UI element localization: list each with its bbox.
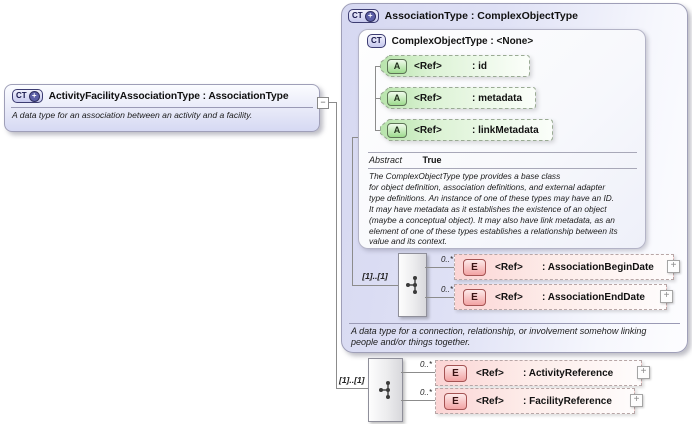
element-name: : AssociationBeginDate bbox=[542, 261, 654, 273]
attribute-content: A <Ref> : id bbox=[380, 55, 530, 77]
base-type-description: The ComplexObjectType type provides a ba… bbox=[369, 171, 618, 247]
element-icon: E bbox=[444, 364, 467, 382]
complex-type-icon: CT bbox=[367, 34, 386, 48]
attribute-shape bbox=[380, 87, 536, 109]
attribute-icon: A bbox=[387, 58, 407, 74]
attribute-row-id[interactable]: A <Ref> : id bbox=[380, 55, 530, 77]
element-ref: <Ref> bbox=[476, 367, 504, 379]
attribute-name: : metadata bbox=[472, 92, 523, 104]
ct-icon-label: CT bbox=[16, 91, 27, 100]
connector-line bbox=[375, 66, 381, 67]
attribute-ref: <Ref> bbox=[414, 92, 442, 104]
connector-line bbox=[401, 400, 435, 401]
base-type-box[interactable]: CT ComplexObjectType : <None> A <Ref> bbox=[358, 29, 646, 249]
expand-button[interactable]: + bbox=[660, 290, 673, 303]
divider bbox=[368, 168, 637, 169]
occurs-label: 0..* bbox=[440, 255, 453, 264]
root-type-description: A data type for an association between a… bbox=[12, 110, 253, 120]
connector-line bbox=[327, 102, 337, 103]
connector-line bbox=[352, 137, 359, 138]
ct-icon-label: CT bbox=[371, 36, 382, 45]
ct-icon-label: CT bbox=[352, 11, 363, 20]
abstract-label: Abstract bbox=[369, 155, 403, 165]
association-type-description: A data type for a connection, relationsh… bbox=[351, 326, 647, 347]
sequence-connector[interactable] bbox=[398, 253, 427, 317]
connector-line bbox=[375, 98, 381, 99]
attribute-name: : id bbox=[472, 60, 487, 72]
element-ref: <Ref> bbox=[495, 291, 523, 303]
base-type-header: CT ComplexObjectType : <None> bbox=[367, 34, 533, 48]
element-row-associationenddate[interactable]: E <Ref> : AssociationEndDate bbox=[454, 284, 667, 310]
base-type-title: ComplexObjectType : <None> bbox=[391, 35, 534, 47]
attribute-content: A <Ref> : metadata bbox=[380, 87, 536, 109]
abstract-value: True bbox=[422, 155, 442, 165]
sequence-icon bbox=[378, 381, 390, 399]
element-name: : FacilityReference bbox=[523, 395, 612, 407]
attribute-shape bbox=[380, 55, 530, 77]
occurs-label: 0..* bbox=[440, 285, 453, 294]
complex-type-icon: CT+ bbox=[348, 9, 379, 23]
occurs-label: 0..* bbox=[419, 360, 432, 369]
attribute-ref: <Ref> bbox=[414, 60, 442, 72]
element-row-associationbegindate[interactable]: E <Ref> : AssociationBeginDate bbox=[454, 254, 674, 280]
root-type-header: CT+ ActivityFacilityAssociationType : As… bbox=[12, 89, 289, 103]
attribute-row-linkmetadata[interactable]: A <Ref> : linkMetadata bbox=[380, 119, 553, 141]
attribute-icon: A bbox=[387, 122, 407, 138]
connector-line bbox=[352, 137, 353, 286]
attribute-name: : linkMetadata bbox=[472, 124, 539, 136]
abstract-fact: Abstract True bbox=[369, 155, 442, 165]
connector-line bbox=[352, 285, 399, 286]
element-icon: E bbox=[463, 258, 486, 276]
divider bbox=[368, 152, 637, 153]
attribute-content: A <Ref> : linkMetadata bbox=[380, 119, 553, 141]
root-type-box[interactable]: CT+ ActivityFacilityAssociationType : As… bbox=[4, 84, 320, 132]
expand-button[interactable]: + bbox=[630, 394, 643, 407]
element-row-activityreference[interactable]: E <Ref> : ActivityReference bbox=[435, 360, 642, 386]
element-row-facilityreference[interactable]: E <Ref> : FacilityReference bbox=[435, 388, 635, 414]
divider bbox=[11, 107, 313, 108]
cardinality-label: [1]..[1] bbox=[339, 375, 365, 385]
connector-line bbox=[336, 102, 337, 389]
plus-badge-icon: + bbox=[28, 90, 40, 102]
association-type-header: CT+ AssociationType : ComplexObjectType bbox=[348, 9, 578, 23]
element-ref: <Ref> bbox=[476, 395, 504, 407]
connector-line bbox=[336, 388, 369, 389]
occurs-label: 0..* bbox=[419, 388, 432, 397]
sequence-icon bbox=[405, 276, 417, 294]
attribute-icon: A bbox=[387, 90, 407, 106]
expand-button[interactable]: + bbox=[667, 260, 680, 273]
sequence-connector[interactable] bbox=[368, 358, 403, 422]
element-name: : AssociationEndDate bbox=[542, 291, 645, 303]
connector-line bbox=[425, 267, 456, 268]
complex-type-icon: CT+ bbox=[12, 89, 43, 103]
association-type-title: AssociationType : ComplexObjectType bbox=[384, 10, 578, 22]
plus-badge-icon: + bbox=[364, 10, 376, 22]
connector-line bbox=[375, 130, 381, 131]
attribute-ref: <Ref> bbox=[414, 124, 442, 136]
cardinality-label: [1]..[1] bbox=[362, 271, 388, 281]
collapse-button[interactable]: − bbox=[317, 97, 329, 109]
connector-line bbox=[401, 372, 435, 373]
element-ref: <Ref> bbox=[495, 261, 523, 273]
divider bbox=[349, 323, 680, 324]
element-name: : ActivityReference bbox=[523, 367, 614, 379]
element-icon: E bbox=[444, 392, 467, 410]
connector-line bbox=[425, 297, 456, 298]
attribute-row-metadata[interactable]: A <Ref> : metadata bbox=[380, 87, 536, 109]
expand-button[interactable]: + bbox=[637, 366, 650, 379]
element-icon: E bbox=[463, 288, 486, 306]
association-type-box[interactable]: CT+ AssociationType : ComplexObjectType … bbox=[341, 3, 688, 353]
root-type-title: ActivityFacilityAssociationType : Associ… bbox=[48, 90, 289, 102]
attribute-shape bbox=[380, 119, 553, 141]
